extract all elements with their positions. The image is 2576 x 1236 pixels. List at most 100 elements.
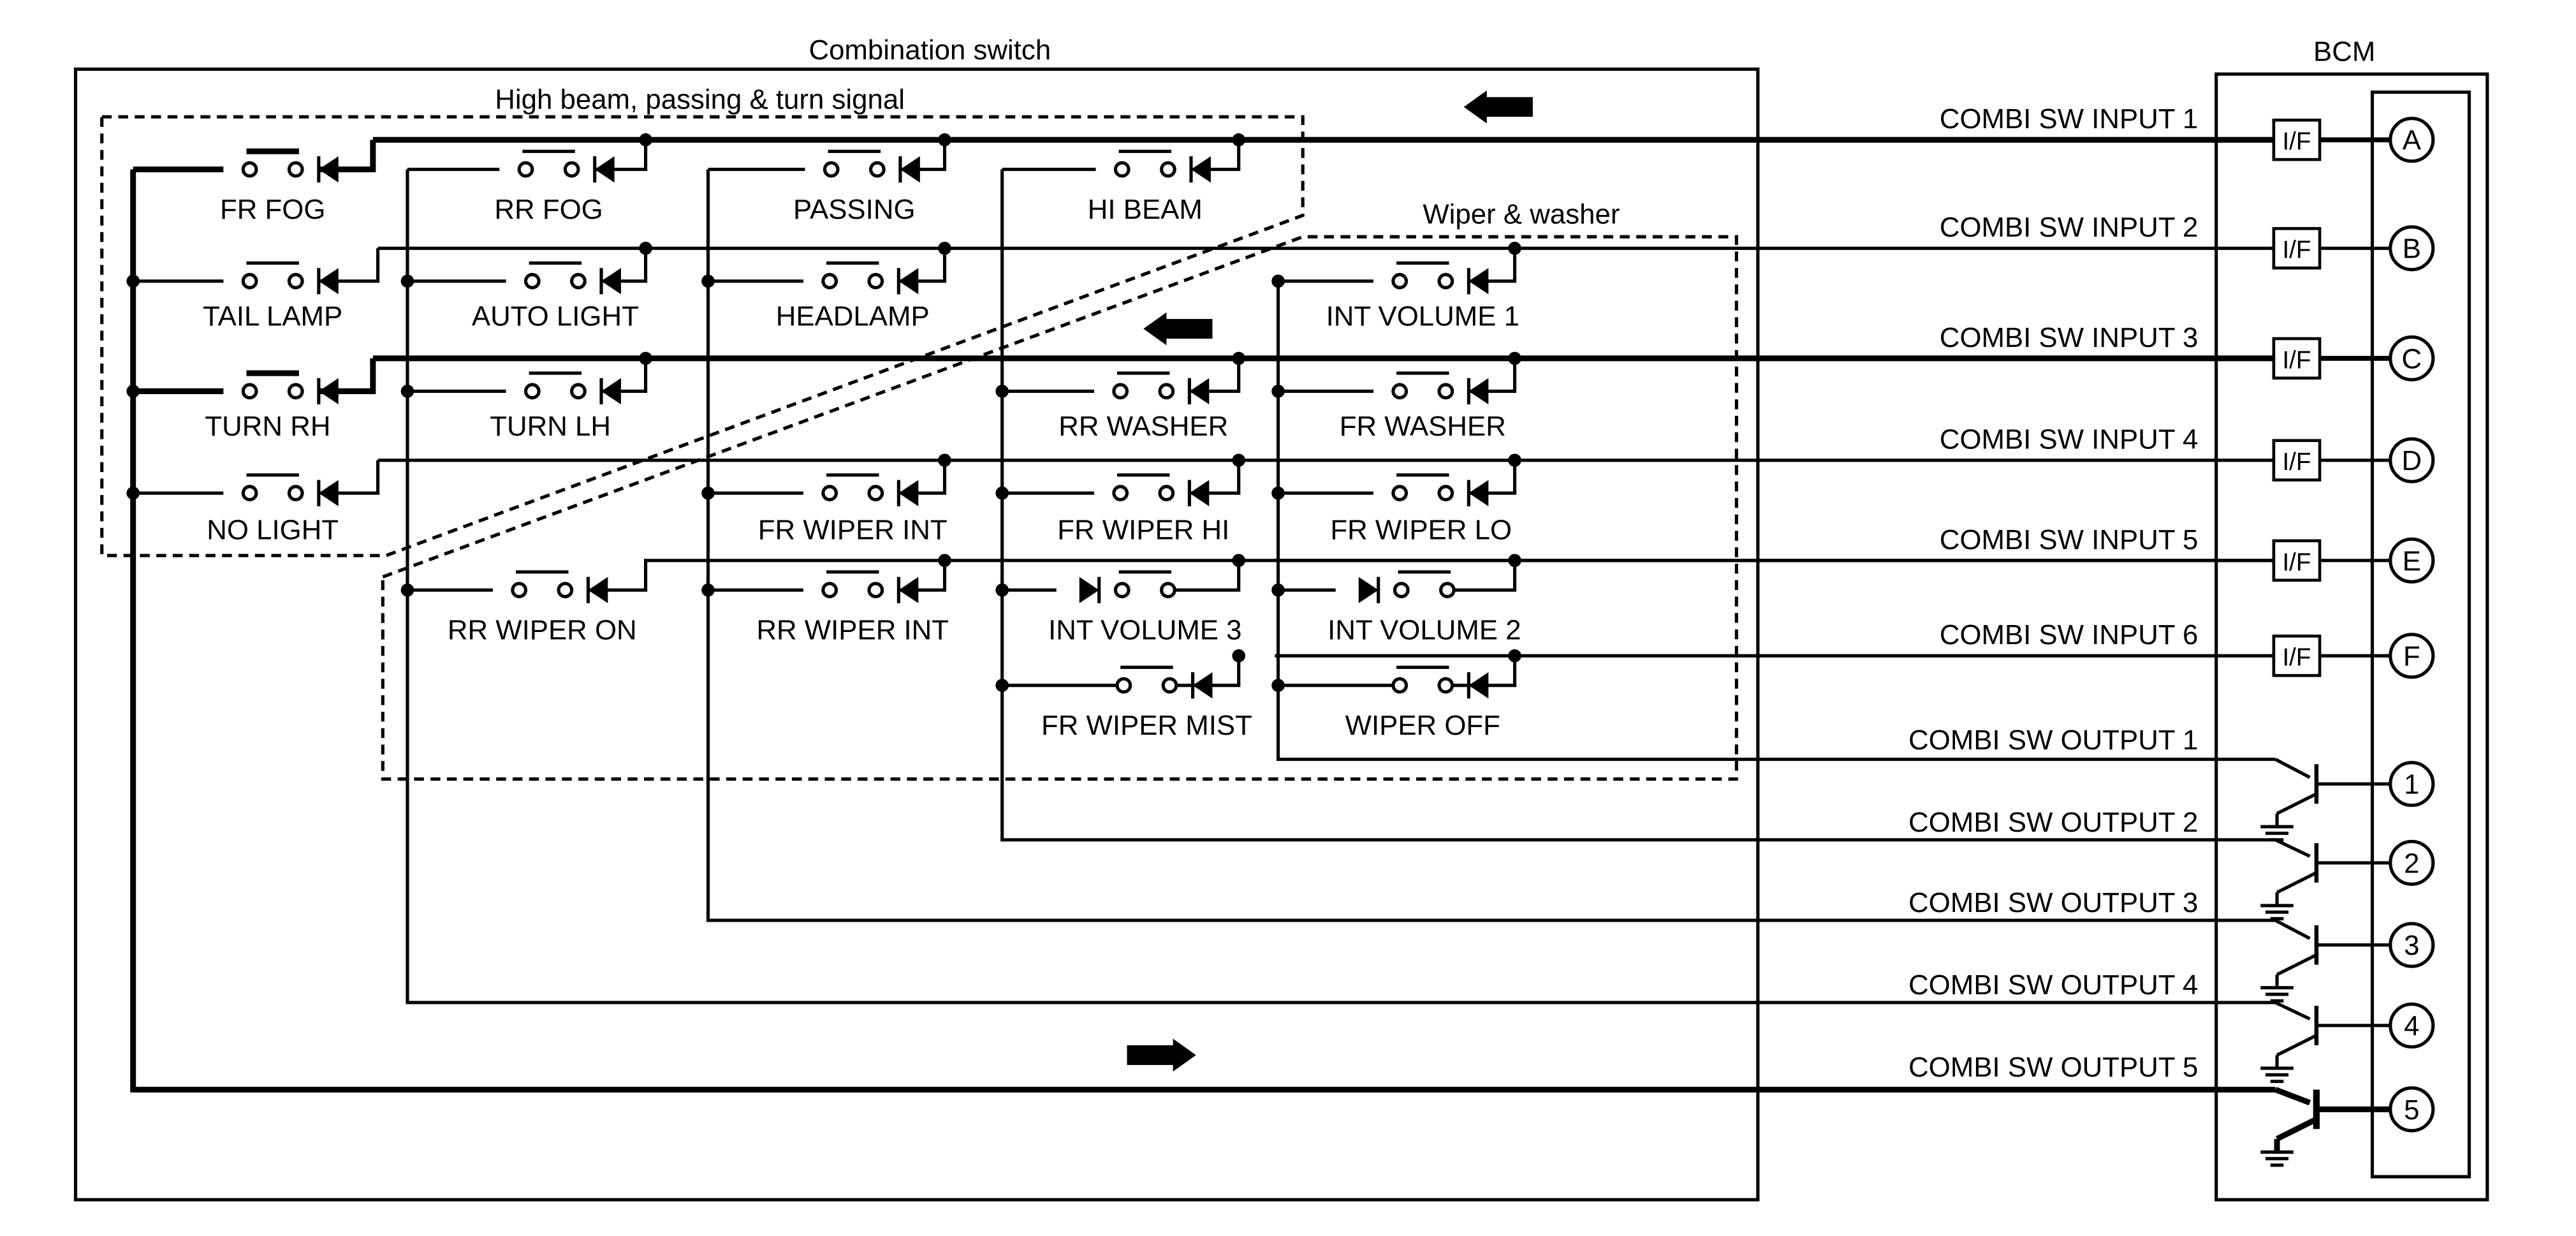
switch-symbol: [241, 473, 339, 506]
switch-contact: [1437, 383, 1454, 400]
terminal-input-c: C: [2389, 335, 2435, 381]
switch-contact: [523, 272, 541, 290]
wire: [1189, 460, 1241, 495]
output-label: COMBI SW OUTPUT 5: [1908, 1052, 2198, 1083]
wire: [706, 169, 2276, 922]
junction-dot: [995, 583, 1009, 597]
junction-dot: [995, 486, 1009, 500]
switch-contact: [1393, 582, 1410, 599]
wire: [601, 358, 648, 394]
junction-dot: [938, 133, 951, 147]
svg-text:D: D: [2402, 445, 2422, 476]
junction-dot: [126, 385, 140, 398]
junction-dot: [1232, 133, 1246, 147]
switch-contact: [241, 272, 258, 290]
switch-label-fr-washer: FR WASHER: [1340, 411, 1506, 442]
switch-symbol: [821, 473, 919, 506]
switch-contact: [1437, 485, 1454, 502]
transistor-icon: [2260, 838, 2390, 921]
switch-contact: [511, 582, 528, 599]
junction-dot: [126, 274, 140, 288]
transistor-base-lead: [2274, 918, 2311, 940]
diode-icon: [898, 268, 919, 295]
switch-symbol: [1113, 149, 1211, 183]
switch-contact: [241, 485, 258, 502]
svg-text:I/F: I/F: [2282, 128, 2311, 156]
left-arrow-icon: [1463, 90, 1533, 124]
transistor-emitter: [2276, 792, 2318, 815]
transistor-emitter: [2276, 953, 2318, 976]
switch-contact: [1112, 485, 1129, 502]
svg-text:A: A: [2403, 125, 2422, 156]
terminals: A B C D E F 1 2 3 4 5: [2389, 117, 2435, 1133]
svg-text:3: 3: [2404, 930, 2419, 961]
output-label: COMBI SW OUTPUT 4: [1908, 969, 2198, 1001]
switch-contact: [523, 383, 541, 400]
diode-icon: [1468, 672, 1489, 699]
terminal-output-4: 4: [2389, 1002, 2435, 1049]
diode-icon: [318, 156, 339, 183]
junction-dot: [1232, 351, 1246, 365]
signal-labels: COMBI SW INPUT 1 COMBI SW INPUT 2 COMBI …: [1908, 103, 2198, 1083]
switch-label-turn-rh: TURN RH: [205, 411, 330, 442]
diode-icon: [1192, 672, 1213, 699]
diode-icon: [1189, 378, 1210, 405]
switch-symbol: [1391, 371, 1489, 405]
wire: [1468, 358, 1517, 394]
switch-contact: [563, 161, 580, 178]
switch-contact: [1115, 677, 1132, 694]
switch-symbol: [1112, 371, 1210, 405]
left-arrow-icon: [1143, 312, 1213, 346]
junction-dot: [400, 385, 414, 398]
junction-dot: [701, 583, 715, 597]
junction-dot: [1508, 453, 1521, 467]
switch-symbol: [1079, 570, 1176, 603]
input-label: COMBI SW INPUT 5: [1940, 524, 2199, 555]
switch-label-hi-beam: HI BEAM: [1088, 194, 1203, 225]
switch-label-passing: PASSING: [793, 194, 915, 225]
interface-box: I/F: [2272, 539, 2322, 582]
switch-symbol: [821, 570, 919, 603]
input-label: COMBI SW INPUT 3: [1940, 322, 2199, 353]
junction-dot: [1508, 351, 1521, 365]
switch-contact: [821, 582, 838, 599]
junction-dot: [1271, 385, 1285, 398]
diode-icon: [1468, 378, 1489, 405]
input-label: COMBI SW INPUT 2: [1940, 212, 2199, 243]
wire: [1468, 460, 1517, 495]
terminal-output-5: 5: [2389, 1086, 2435, 1133]
switch-contact: [241, 383, 258, 400]
switch-label-fr-wiper-int: FR WIPER INT: [758, 514, 948, 545]
svg-text:5: 5: [2404, 1094, 2419, 1126]
junction-dot: [1232, 453, 1246, 467]
switch-contact: [287, 272, 304, 290]
switch-contact: [1439, 582, 1456, 599]
interface-box: I/F: [2272, 227, 2322, 270]
switch-contact: [1158, 485, 1175, 502]
terminal-input-b: B: [2389, 225, 2435, 272]
switch-contact: [1160, 161, 1176, 178]
switch-label-int-volume-3: INT VOLUME 3: [1048, 614, 1241, 645]
wires: [130, 136, 2390, 1093]
switch-symbol: [1391, 473, 1489, 506]
switch-symbol: [241, 261, 339, 295]
switch-symbol: [241, 370, 339, 405]
switch-symbol: [823, 149, 920, 183]
switch-label-wiper-off: WIPER OFF: [1345, 710, 1500, 741]
junction-dot: [995, 679, 1009, 692]
transistor-emitter: [2276, 871, 2318, 894]
light-group-title: High beam, passing & turn signal: [495, 84, 905, 115]
wire: [1167, 560, 1241, 592]
diode-icon: [1468, 480, 1489, 506]
junction-dot: [938, 241, 951, 255]
switch-symbol: [511, 570, 608, 603]
diode-icon: [898, 480, 919, 506]
switch-contact: [1437, 272, 1454, 290]
switch-label-int-volume-2: INT VOLUME 2: [1328, 614, 1521, 645]
switch-contact: [867, 272, 884, 290]
wiper-washer-group-outline: [381, 235, 1738, 781]
transistor-base-lead: [2274, 758, 2311, 779]
transistor-base-lead: [2274, 1001, 2311, 1020]
switch-contact: [287, 383, 304, 400]
junction-dot: [995, 385, 1009, 398]
